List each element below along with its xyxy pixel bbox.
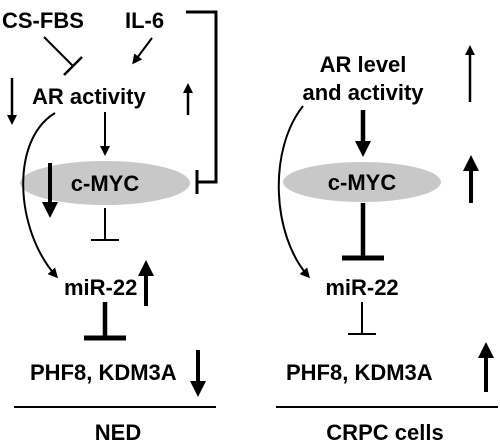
ar-activity-label: AR activity — [32, 84, 146, 109]
crpc-cells-label: CRPC cells — [326, 420, 443, 445]
mir22-to-targets-inhibit-edge — [84, 302, 126, 341]
crpc-mir22-to-targets-inhibit-edge — [348, 302, 376, 335]
crpc-targets-label: PHF8, KDM3A — [286, 360, 433, 385]
crpc-cmyc-to-mir22-inhibit-edge — [342, 203, 384, 261]
targets-label: PHF8, KDM3A — [30, 360, 177, 385]
cs-fbs-label: CS-FBS — [2, 8, 84, 33]
ned-label: NED — [95, 420, 141, 445]
left-panel: CS-FBS IL-6 AR activity c-MYC — [2, 8, 218, 445]
cs-fbs-inhibit-edge — [43, 36, 83, 76]
crpc-ar-to-mir22-curve-arrow — [277, 105, 310, 279]
cmyc-label: c-MYC — [71, 171, 140, 196]
il6-activate-arrow — [132, 37, 153, 65]
ar-and-activity-label: and activity — [302, 80, 424, 105]
right-panel: AR level and activity c-MYC miR-22 PHF8,… — [276, 45, 498, 445]
cmyc-node — [20, 161, 190, 205]
mir22-label: miR-22 — [64, 275, 137, 300]
ar-to-mir22-curve-arrow — [22, 112, 58, 279]
crpc-cmyc-label: c-MYC — [328, 170, 397, 195]
ar-level-label: AR level — [320, 52, 407, 77]
crpc-cmyc-node — [283, 162, 441, 202]
il6-feedback-inhibit-edge — [186, 10, 218, 184]
cmyc-to-mir22-inhibit-edge — [91, 208, 119, 241]
il6-label: IL-6 — [125, 8, 164, 33]
crpc-mir22-label: miR-22 — [325, 275, 398, 300]
